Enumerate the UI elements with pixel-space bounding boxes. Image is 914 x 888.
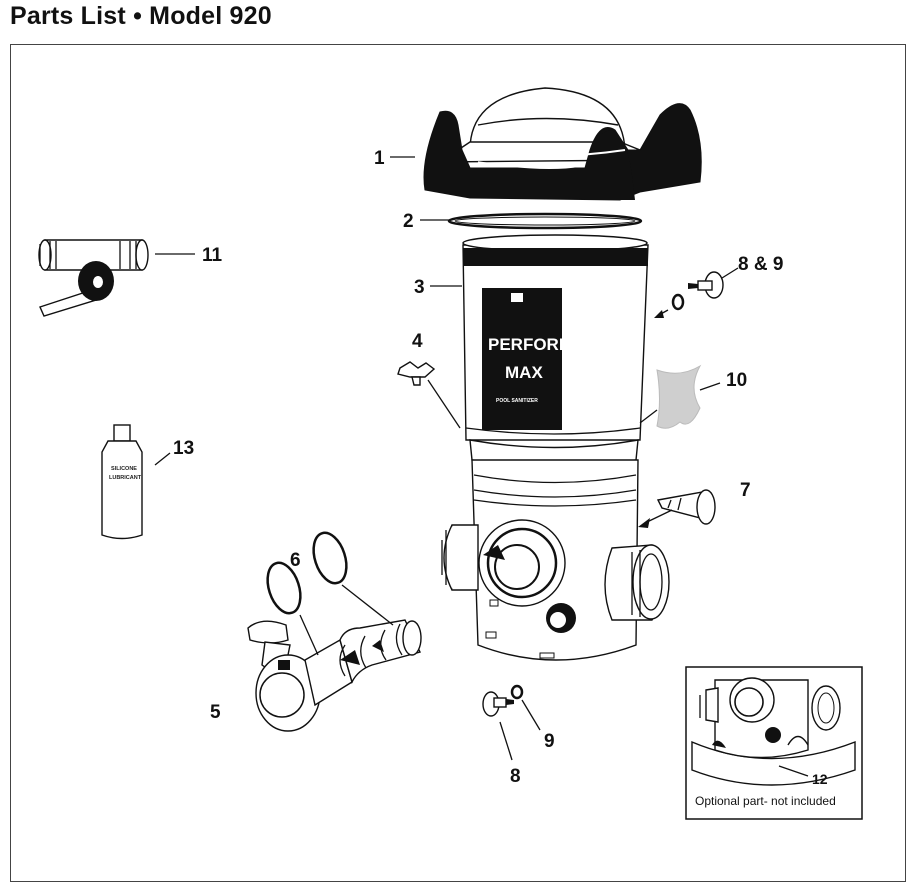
callout-6: 6 (290, 550, 301, 571)
callout-3: 3 (414, 277, 425, 298)
part-1-lid (423, 87, 702, 201)
callout-2: 2 (403, 211, 414, 232)
callout-13: 13 (173, 438, 194, 459)
inset-caption: Optional part- not included (695, 794, 836, 808)
callout-5: 5 (210, 702, 221, 723)
bottle-label-line2: LUBRICANT (109, 475, 142, 481)
callout-8: 8 (510, 766, 521, 787)
callout-1: 1 (374, 148, 385, 169)
callout-11: 11 (202, 245, 223, 266)
diagram-frame (10, 44, 906, 882)
part-11-teflon-tape (38, 239, 195, 317)
part-5-check-valve (247, 619, 422, 732)
canister-brand-line1: PERFORM- (488, 335, 579, 354)
part-4-knob (397, 361, 461, 429)
callout-7: 7 (740, 480, 751, 501)
callout-9: 9 (544, 731, 555, 752)
part-10-cloth (656, 364, 702, 429)
inset-part-12: Optional part- not included (685, 666, 863, 820)
part-8-9-lower-plug (482, 684, 541, 761)
part-6-o-rings (266, 531, 394, 656)
canister-subtitle: POOL SANITIZER (496, 398, 538, 404)
callout-10: 10 (726, 370, 747, 391)
part-13-silicone-bottle: SILICONE LUBRICANT (101, 424, 171, 540)
callout-4: 4 (412, 331, 423, 352)
page-title: Parts List • Model 920 (10, 2, 272, 30)
bottle-label-line1: SILICONE (111, 466, 137, 472)
part-2-o-ring (447, 212, 643, 230)
part-3-canister: PERFORM- MAX POOL SANITIZER (462, 234, 649, 467)
canister-brand-line2: MAX (505, 363, 543, 382)
part-7-adapter (638, 489, 716, 528)
part-8-9-upper-plug (654, 267, 739, 318)
callout-8-and-9: 8 & 9 (738, 254, 783, 275)
base-housing (441, 459, 670, 661)
callout-12: 12 (812, 771, 828, 787)
